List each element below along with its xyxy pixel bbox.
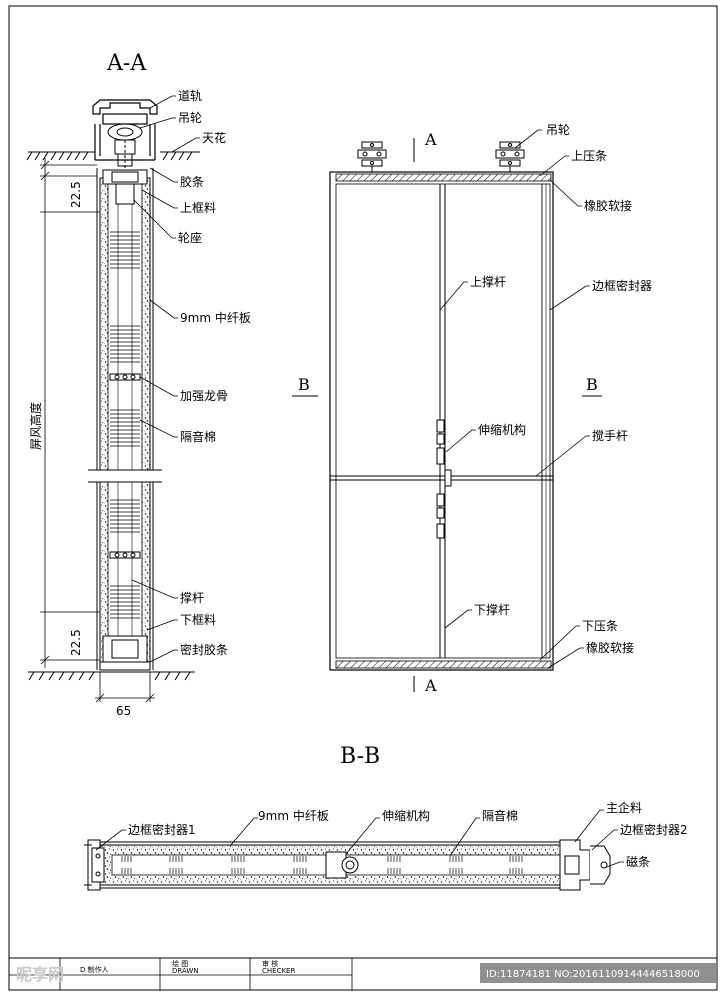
elevation: A A B B [292, 123, 652, 695]
telescopic-mechanism [436, 419, 452, 539]
elev-label-rubber-top: 橡胶软接 [584, 198, 632, 213]
bb-coils [121, 856, 523, 874]
aa-label-upper-frame: 上框料 [180, 201, 216, 215]
title-cell-3-en: CHECKER [262, 967, 295, 975]
elev-label-upper-brace: 上撑杆 [470, 274, 506, 289]
aa-label-brace: 撑杆 [180, 590, 204, 605]
lower-frame [99, 635, 151, 671]
aa-label-wheel-seat: 轮座 [178, 230, 202, 245]
elev-label-upper-press: 上压条 [571, 149, 607, 163]
title-cell-2-en: DRAWN [172, 967, 199, 975]
elev-label-handle: 搅手杆 [592, 428, 628, 443]
aa-label-mdf: 9mm 中纤板 [180, 310, 251, 325]
break-line [88, 469, 162, 483]
elevation-wheel-right [495, 141, 525, 172]
title-cell-3: 审 核 [262, 959, 278, 968]
bb-label-telescopic: 伸缩机构 [382, 808, 430, 823]
upper-frame [102, 169, 148, 205]
ceiling-line [26, 151, 200, 161]
bb-sealer-right [559, 839, 611, 891]
cut-b-right: B [586, 375, 598, 394]
section-bb-title: B-B [340, 744, 380, 769]
bb-label-insulation: 隔音棉 [482, 808, 518, 823]
elev-leaders [439, 129, 590, 669]
bb-sealer-left [84, 839, 105, 891]
aa-label-ceiling: 天花 [202, 130, 226, 145]
bb-label-sealer-2: 边框密封器2 [620, 822, 688, 837]
aa-leaders [131, 95, 200, 663]
watermark: 昵享网 ID:11874181 NO:20161109144446518000 [16, 963, 716, 984]
dim-width: 65 [116, 704, 131, 718]
bb-label-mdf: 9mm 中纤板 [258, 808, 329, 823]
section-bb: B-B [84, 744, 688, 891]
floor-line [28, 671, 195, 681]
elev-label-rubber-bottom: 橡胶软接 [586, 640, 634, 655]
title-cell-1: D 制作人 [80, 965, 109, 974]
aa-label-keel: 加强龙骨 [180, 389, 228, 403]
aa-label-hanging-wheel: 吊轮 [178, 111, 202, 125]
dim-screen-height: 屏风高度 [28, 402, 43, 450]
reinforce-keel [109, 373, 141, 559]
elevation-wheel-left [357, 141, 387, 172]
elev-label-wheel: 吊轮 [546, 123, 570, 137]
cut-a-top: A [424, 130, 437, 149]
section-aa-title: A-A [106, 51, 147, 76]
dim-top-gap: 22.5 [69, 181, 83, 208]
cut-a-bottom: A [424, 676, 437, 695]
dimension-lines [40, 158, 155, 703]
aa-label-lower-frame: 下框料 [180, 613, 216, 627]
upper-press-strip [335, 173, 552, 182]
lower-press-strip [335, 660, 552, 669]
insulation-coils [110, 231, 140, 619]
aa-label-seal: 密封胶条 [180, 642, 228, 657]
elev-label-side-sealer: 边框密封器 [592, 278, 652, 293]
bb-label-magnet: 磁条 [626, 854, 650, 869]
bb-leaders [95, 809, 624, 869]
elev-label-telescopic: 伸缩机构 [478, 422, 526, 437]
watermark-id-bg [480, 963, 716, 983]
bb-label-sealer-1: 边框密封器1 [128, 822, 196, 837]
elev-label-lower-brace: 下撑杆 [474, 602, 510, 617]
title-cell-2: 绘 图 [172, 959, 188, 968]
aa-label-insulation: 隔音棉 [180, 429, 216, 444]
watermark-id: ID:11874181 NO:20161109144446518000 [486, 969, 700, 980]
cut-b-left: B [298, 375, 310, 394]
aa-label-rail: 道轨 [178, 89, 202, 103]
watermark-logo: 昵享网 [16, 965, 64, 984]
elev-label-lower-press: 下压条 [582, 619, 618, 633]
bb-telescopic [325, 851, 359, 879]
dim-bottom-gap: 22.5 [69, 629, 83, 656]
bb-label-main-profile: 主企料 [606, 800, 642, 815]
section-aa: A-A [26, 51, 251, 718]
aa-label-rubber-strip: 胶条 [180, 174, 204, 189]
